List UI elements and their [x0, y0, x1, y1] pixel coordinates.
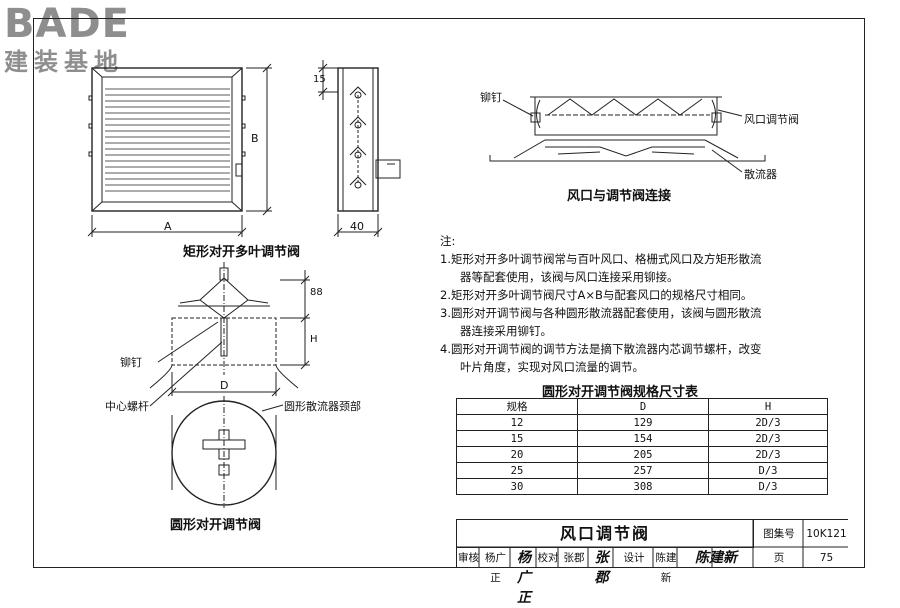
rect-valve-title: 矩形对开多叶调节阀 [183, 245, 301, 260]
logo-wordmark: BADE [4, 1, 130, 47]
checker-name: 张郡 [563, 552, 585, 564]
dim-b-label: B [251, 132, 259, 145]
page-label: 页 [773, 552, 785, 564]
review-label: 审核 [458, 552, 479, 564]
connection-diffuser-label: 散流器 [744, 168, 777, 181]
center-screw-label: 中心螺杆 [105, 400, 149, 413]
designer-name: 陈建新 [655, 552, 677, 584]
rect-valve-front-view [87, 63, 272, 237]
logo: BADE 建装基地 [4, 2, 130, 76]
spec-table: 规格 D H 12 129 2D/3 15 154 2D/3 20 205 2D… [456, 398, 828, 495]
note-3-line-2: 器连接采用铆钉。 [460, 324, 552, 338]
page-number: 75 [819, 552, 834, 564]
spec-col-size: 规格 [456, 398, 578, 415]
drawing-title: 风口调节阀 [457, 520, 754, 548]
notes: 注: 1.矩形对开多叶调节阀常与百叶风口、格栅式风口及方矩形散流 器等配套使用，… [440, 232, 840, 376]
spec-cell: 20 [456, 446, 578, 463]
rect-valve-side-view [318, 60, 401, 237]
note-4-line-1: 4.圆形对开调节阀的调节方法是摘下散流器内芯调节螺杆，改变 [440, 342, 762, 356]
round-valve-elevation [149, 262, 310, 407]
dim-15-label: 15 [313, 74, 326, 85]
atlas-number: 10K121 [806, 528, 847, 540]
reviewer-signature: 杨广正 [517, 550, 531, 606]
note-1-line-2: 器等配套使用，该阀与风口连接采用铆接。 [460, 270, 679, 284]
connection-rivet-label: 铆钉 [480, 91, 502, 104]
round-valve-title: 圆形对开调节阀 [170, 518, 262, 533]
diffuser-connection-section [489, 96, 766, 173]
check-label: 校对 [537, 552, 559, 564]
spec-cell: 30 [456, 478, 578, 495]
spec-cell: 25 [456, 462, 578, 479]
spec-cell: 129 [577, 414, 709, 431]
spec-cell: 2D/3 [708, 414, 828, 431]
dim-40-label: 40 [350, 220, 364, 233]
designer-signature: 陈建新 [695, 550, 737, 566]
note-2-line-1: 2.矩形对开多叶调节阀尺寸A×B与配套风口的规格尺寸相同。 [440, 288, 753, 302]
table-row: 20 205 2D/3 [456, 446, 828, 463]
spec-table-header: 规格 D H [456, 398, 828, 415]
spec-cell: D/3 [708, 462, 828, 479]
table-row: 25 257 D/3 [456, 462, 828, 479]
spec-cell: 205 [577, 446, 709, 463]
spec-col-d: D [577, 398, 709, 415]
spec-cell: 308 [577, 478, 709, 495]
note-4-line-2: 叶片角度，实现对风口流量的调节。 [460, 360, 644, 374]
logo-subtitle: 建装基地 [4, 48, 124, 76]
dim-d-label: D [220, 379, 229, 392]
rivet-label: 铆钉 [120, 356, 142, 369]
round-valve-plan [171, 396, 284, 508]
table-row: 15 154 2D/3 [456, 430, 828, 447]
spec-table-title: 圆形对开调节阀规格尺寸表 [542, 385, 699, 400]
table-row: 12 129 2D/3 [456, 414, 828, 431]
table-row: 30 308 D/3 [456, 478, 828, 495]
connection-title: 风口与调节阀连接 [567, 189, 672, 204]
checker-signature: 张郡 [594, 550, 609, 586]
spec-cell: 154 [577, 430, 709, 447]
spec-cell: 2D/3 [708, 446, 828, 463]
spec-cell: 12 [456, 414, 578, 431]
design-label: 设计 [623, 552, 645, 564]
note-3-line-1: 3.圆形对开调节阀与各种圆形散流器配套使用，该阀与圆形散流 [440, 306, 762, 320]
round-diffuser-neck-label: 圆形散流器颈部 [284, 400, 361, 413]
reviewer-name: 杨广正 [485, 552, 506, 584]
spec-cell: 15 [456, 430, 578, 447]
spec-cell: 257 [577, 462, 709, 479]
dim-88-label: 88 [310, 287, 323, 298]
notes-heading: 注: [440, 234, 456, 248]
connection-damper-label: 风口调节阀 [744, 113, 799, 126]
dim-h-label: H [310, 334, 318, 345]
spec-cell: D/3 [708, 478, 828, 495]
note-1-line-1: 1.矩形对开多叶调节阀常与百叶风口、格栅式风口及方矩形散流 [440, 252, 762, 266]
drawing-frame [33, 18, 865, 568]
spec-cell: 2D/3 [708, 430, 828, 447]
spec-col-h: H [708, 398, 828, 415]
dim-a-label: A [164, 220, 172, 233]
atlas-label: 图集号 [763, 528, 795, 540]
title-block: 风口调节阀 图集号 10K121 审核 杨广正 杨广正 校对 张郡 张郡 设计 … [456, 519, 848, 606]
